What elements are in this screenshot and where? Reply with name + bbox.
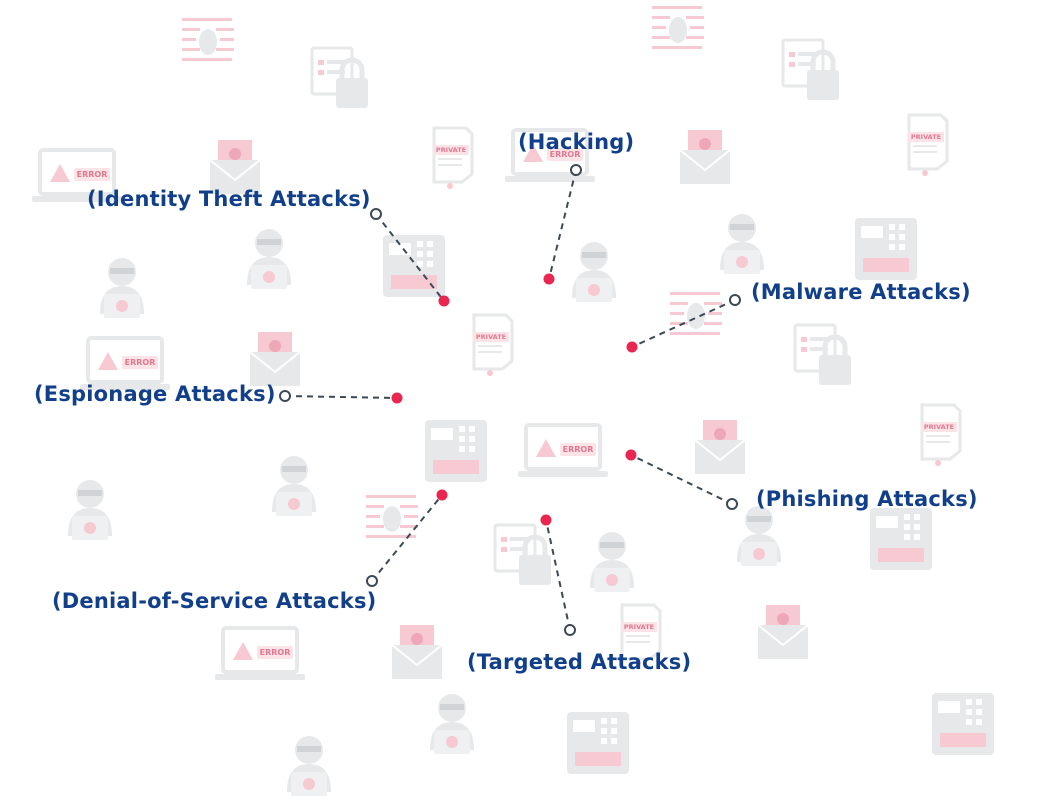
label-phishing: (Phishing Attacks) (756, 487, 978, 511)
label-denial-of-service: (Denial-of-Service Attacks) (52, 589, 377, 613)
connector-line-hacking (548, 169, 577, 280)
envelope-skull-icon (249, 331, 301, 387)
connector-dot-phishing (625, 449, 637, 461)
label-identity-theft: (Identity Theft Attacks) (87, 187, 371, 211)
connector-line-espionage (284, 395, 398, 399)
connector-endpoint-espionage (279, 390, 291, 402)
keypad-cash-icon (870, 508, 932, 570)
hacker-laptop-icon (100, 258, 144, 318)
connector-line-phishing (630, 454, 733, 505)
connector-line-targeted (545, 519, 571, 631)
connector-endpoint-dos (366, 575, 378, 587)
envelope-skull-icon (209, 139, 261, 195)
hacker-laptop-icon (287, 736, 331, 796)
connector-line-identity (375, 213, 445, 302)
error-text: ERROR (77, 170, 108, 179)
lock-form-icon (795, 325, 851, 385)
label-targeted: (Targeted Attacks) (467, 650, 692, 674)
connector-endpoint-hacking (570, 164, 582, 176)
private-text: PRIVATE (624, 623, 654, 631)
connector-line-dos (371, 494, 443, 582)
connector-endpoint-malware (729, 294, 741, 306)
private-text: PRIVATE (436, 146, 466, 154)
hacker-card-icon (247, 229, 291, 289)
code-bug-icon (652, 6, 704, 49)
hacker-laptop-icon (572, 242, 616, 302)
connector-dot-targeted (540, 514, 552, 526)
connector-dot-espionage (391, 392, 403, 404)
hacker-laptop-icon (590, 532, 634, 592)
private-text: PRIVATE (924, 423, 954, 431)
keypad-cash-icon (425, 420, 487, 482)
code-bug-icon (182, 18, 234, 61)
error-text: ERROR (550, 150, 581, 159)
hacker-card-icon (272, 456, 316, 516)
hacker-card-icon (430, 694, 474, 754)
hacker-laptop-icon (68, 480, 112, 540)
private-document-icon (906, 113, 949, 178)
error-text: ERROR (125, 358, 156, 367)
private-document-icon (919, 403, 962, 468)
connector-dot-hacking (543, 273, 555, 285)
connector-endpoint-targeted (564, 624, 576, 636)
private-text: PRIVATE (476, 333, 506, 341)
keypad-cash-icon (855, 218, 917, 280)
label-espionage: (Espionage Attacks) (34, 382, 276, 406)
lock-form-icon (312, 48, 368, 108)
lock-form-icon (783, 40, 839, 100)
icon-lettering: ERROR ERROR ERROR ERROR ERROR PRIVATE PR… (77, 133, 954, 657)
error-text: ERROR (563, 445, 594, 454)
envelope-skull-icon (694, 419, 746, 475)
envelope-skull-icon (757, 604, 809, 660)
private-document-icon (471, 313, 514, 378)
connector-endpoint-phishing (726, 498, 738, 510)
keypad-cash-icon (567, 712, 629, 774)
connectors (279, 164, 741, 636)
private-document-icon (431, 126, 474, 191)
error-text: ERROR (260, 648, 291, 657)
envelope-skull-icon (679, 129, 731, 185)
envelope-skull-icon (391, 624, 443, 680)
keypad-cash-icon (383, 235, 445, 297)
lock-form-icon (495, 525, 551, 585)
keypad-cash-icon (932, 693, 994, 755)
hacker-card-icon (737, 506, 781, 566)
private-text: PRIVATE (911, 133, 941, 141)
connector-line-malware (631, 299, 736, 348)
label-hacking: (Hacking) (518, 130, 635, 154)
connector-dot-dos (436, 489, 448, 501)
code-bug-icon (670, 292, 722, 335)
code-bug-icon (366, 495, 418, 538)
connector-dot-malware (626, 341, 638, 353)
hacker-card-icon (720, 214, 764, 274)
connector-endpoint-identity (370, 208, 382, 220)
connector-dot-identity (438, 295, 450, 307)
label-malware: (Malware Attacks) (751, 280, 971, 304)
